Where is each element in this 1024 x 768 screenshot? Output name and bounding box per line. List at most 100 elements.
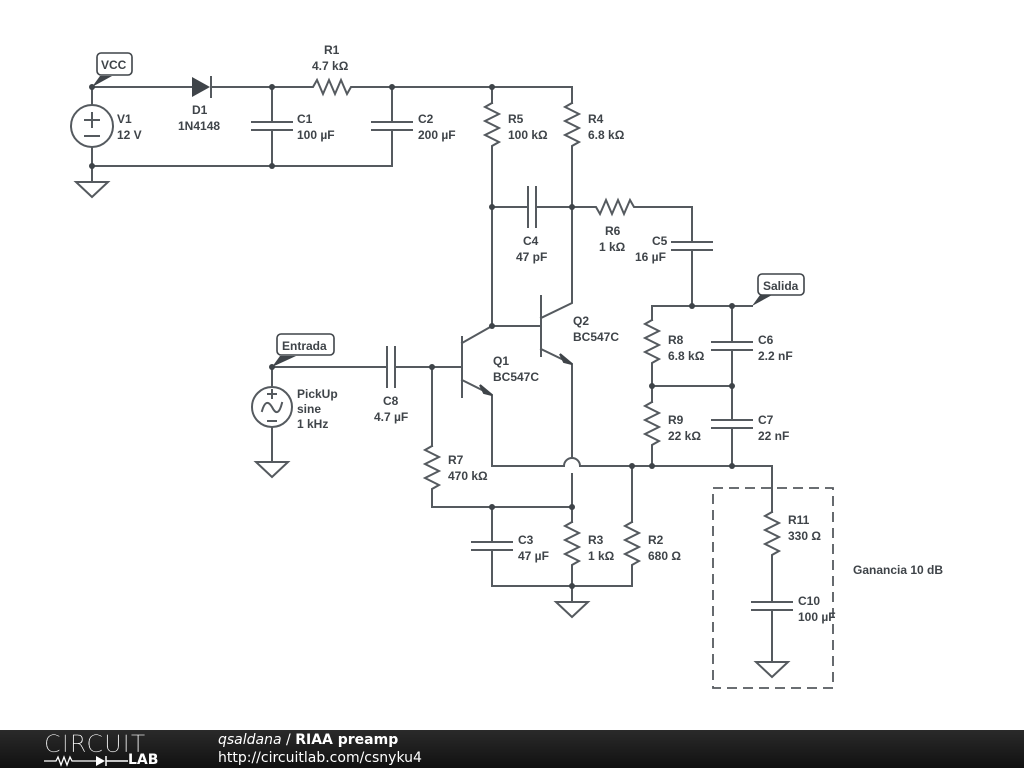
r8-value: 6.8 kΩ <box>668 349 705 363</box>
c6-value: 2.2 nF <box>758 349 793 363</box>
resistor-icon <box>762 510 782 557</box>
c5-value: 16 µF <box>635 250 666 264</box>
signal-source-pickup[interactable]: PickUp sine 1 kHz <box>251 386 338 431</box>
q2-value: BC547C <box>573 330 619 344</box>
resistor-r9[interactable]: R9 22 kΩ <box>642 400 701 447</box>
resistor-r4[interactable]: R4 6.8 kΩ <box>562 101 625 149</box>
plus-minus-icon <box>84 112 100 137</box>
capacitor-icon <box>711 419 753 429</box>
capacitor-icon <box>671 241 713 251</box>
capacitor-icon <box>711 341 753 351</box>
c10-name: C10 <box>798 594 820 608</box>
capacitor-icon <box>251 121 293 131</box>
net-label-salida[interactable]: Salida <box>752 273 805 306</box>
v1-value: 12 V <box>117 128 142 142</box>
capacitor-c6[interactable]: C6 2.2 nF <box>711 333 793 363</box>
r2-value: 680 Ω <box>648 549 681 563</box>
resistor-r1[interactable]: R1 4.7 kΩ <box>309 43 356 97</box>
gain-annotation: Ganancia 10 dB <box>853 563 943 577</box>
capacitor-c10[interactable]: C10 100 µF <box>751 594 836 624</box>
resistor-icon <box>422 444 442 491</box>
diode-d1[interactable]: D1 1N4148 <box>178 76 220 133</box>
entrada-label: Entrada <box>282 339 327 353</box>
resistor-r6[interactable]: R6 1 kΩ <box>591 197 637 254</box>
separator: / <box>281 732 296 748</box>
d1-name: D1 <box>192 103 208 117</box>
capacitor-c1[interactable]: C1 100 µF <box>251 112 335 142</box>
r2-name: R2 <box>648 533 664 547</box>
r7-name: R7 <box>448 453 464 467</box>
circuit-credit: qsaldana / RIAA preamp <box>218 731 398 749</box>
capacitor-c5[interactable]: C5 16 µF <box>635 234 713 264</box>
c1-value: 100 µF <box>297 128 335 142</box>
r6-name: R6 <box>605 224 621 238</box>
resistor-r3[interactable]: R3 1 kΩ <box>562 520 615 567</box>
c10-value: 100 µF <box>798 610 836 624</box>
q2-name: Q2 <box>573 314 589 328</box>
salida-label: Salida <box>763 279 799 293</box>
net-label-vcc[interactable]: VCC <box>92 52 133 87</box>
q1-value: BC547C <box>493 370 539 384</box>
resistor-r7[interactable]: R7 470 kΩ <box>422 444 488 491</box>
ground-icon <box>753 661 791 679</box>
capacitor-c8[interactable]: C8 4.7 µF <box>374 346 408 424</box>
capacitor-c4[interactable]: C4 47 pF <box>516 186 547 264</box>
c2-value: 200 µF <box>418 128 456 142</box>
capacitor-icon <box>471 541 513 551</box>
c8-name: C8 <box>383 394 399 408</box>
circuitlab-logo-text: CIRCUIT <box>44 730 147 758</box>
c5-name: C5 <box>652 234 668 248</box>
r1-value: 4.7 kΩ <box>312 59 349 73</box>
capacitor-c7[interactable]: C7 22 nF <box>711 413 789 443</box>
capacitor-c3[interactable]: C3 47 µF <box>471 533 549 563</box>
capacitor-icon <box>751 601 793 611</box>
c2-name: C2 <box>418 112 434 126</box>
resistor-icon <box>642 400 662 447</box>
c7-name: C7 <box>758 413 774 427</box>
r3-name: R3 <box>588 533 604 547</box>
c3-value: 47 µF <box>518 549 549 563</box>
schematic-canvas[interactable]: V1 12 V VCC D1 1N4148 R1 4.7 kΩ C1 100 µ… <box>0 0 1024 730</box>
r4-name: R4 <box>588 112 604 126</box>
r11-name: R11 <box>788 513 810 527</box>
amplifier-wires <box>271 86 773 663</box>
net-label-entrada[interactable]: Entrada <box>272 333 335 367</box>
sine-wave-icon <box>260 401 284 414</box>
circuit-url-link[interactable]: http://circuitlab.com/csnyku4 <box>218 750 422 766</box>
resistor-icon <box>591 197 637 217</box>
capacitor-c2[interactable]: C2 200 µF <box>371 112 456 142</box>
resistor-r5[interactable]: R5 100 kΩ <box>482 101 548 149</box>
resistor-r11[interactable]: R11 330 Ω <box>762 510 821 557</box>
v1-name: V1 <box>117 112 132 126</box>
pickup-value: 1 kHz <box>297 417 328 431</box>
c4-name: C4 <box>523 234 539 248</box>
resistor-icon <box>562 520 582 567</box>
r3-value: 1 kΩ <box>588 549 615 563</box>
vcc-label: VCC <box>101 58 127 72</box>
r5-name: R5 <box>508 112 524 126</box>
author-link[interactable]: qsaldana <box>218 732 282 748</box>
c1-name: C1 <box>297 112 313 126</box>
pickup-name: PickUp <box>297 387 338 401</box>
resistor-r8[interactable]: R8 6.8 kΩ <box>642 318 705 365</box>
voltage-source-v1[interactable]: V1 12 V <box>70 104 142 148</box>
circuitlab-logo-lab: LAB <box>128 752 159 768</box>
c4-value: 47 pF <box>516 250 547 264</box>
q1-name: Q1 <box>493 354 509 368</box>
c6-name: C6 <box>758 333 774 347</box>
transistor-q2[interactable]: Q2 BC547C <box>540 295 619 365</box>
r4-value: 6.8 kΩ <box>588 128 625 142</box>
circuit-title[interactable]: RIAA preamp <box>295 732 399 748</box>
transistor-q1[interactable]: Q1 BC547C <box>461 336 539 398</box>
diode-icon <box>192 77 210 97</box>
capacitor-icon <box>371 121 413 131</box>
ground-icon <box>253 461 291 479</box>
capacitor-icon <box>527 186 537 228</box>
r9-name: R9 <box>668 413 684 427</box>
c7-value: 22 nF <box>758 429 789 443</box>
resistor-r2[interactable]: R2 680 Ω <box>622 520 681 567</box>
r9-value: 22 kΩ <box>668 429 701 443</box>
resistor-icon <box>622 520 642 567</box>
resistor-icon <box>642 318 662 365</box>
sine-source-icon <box>251 386 293 428</box>
